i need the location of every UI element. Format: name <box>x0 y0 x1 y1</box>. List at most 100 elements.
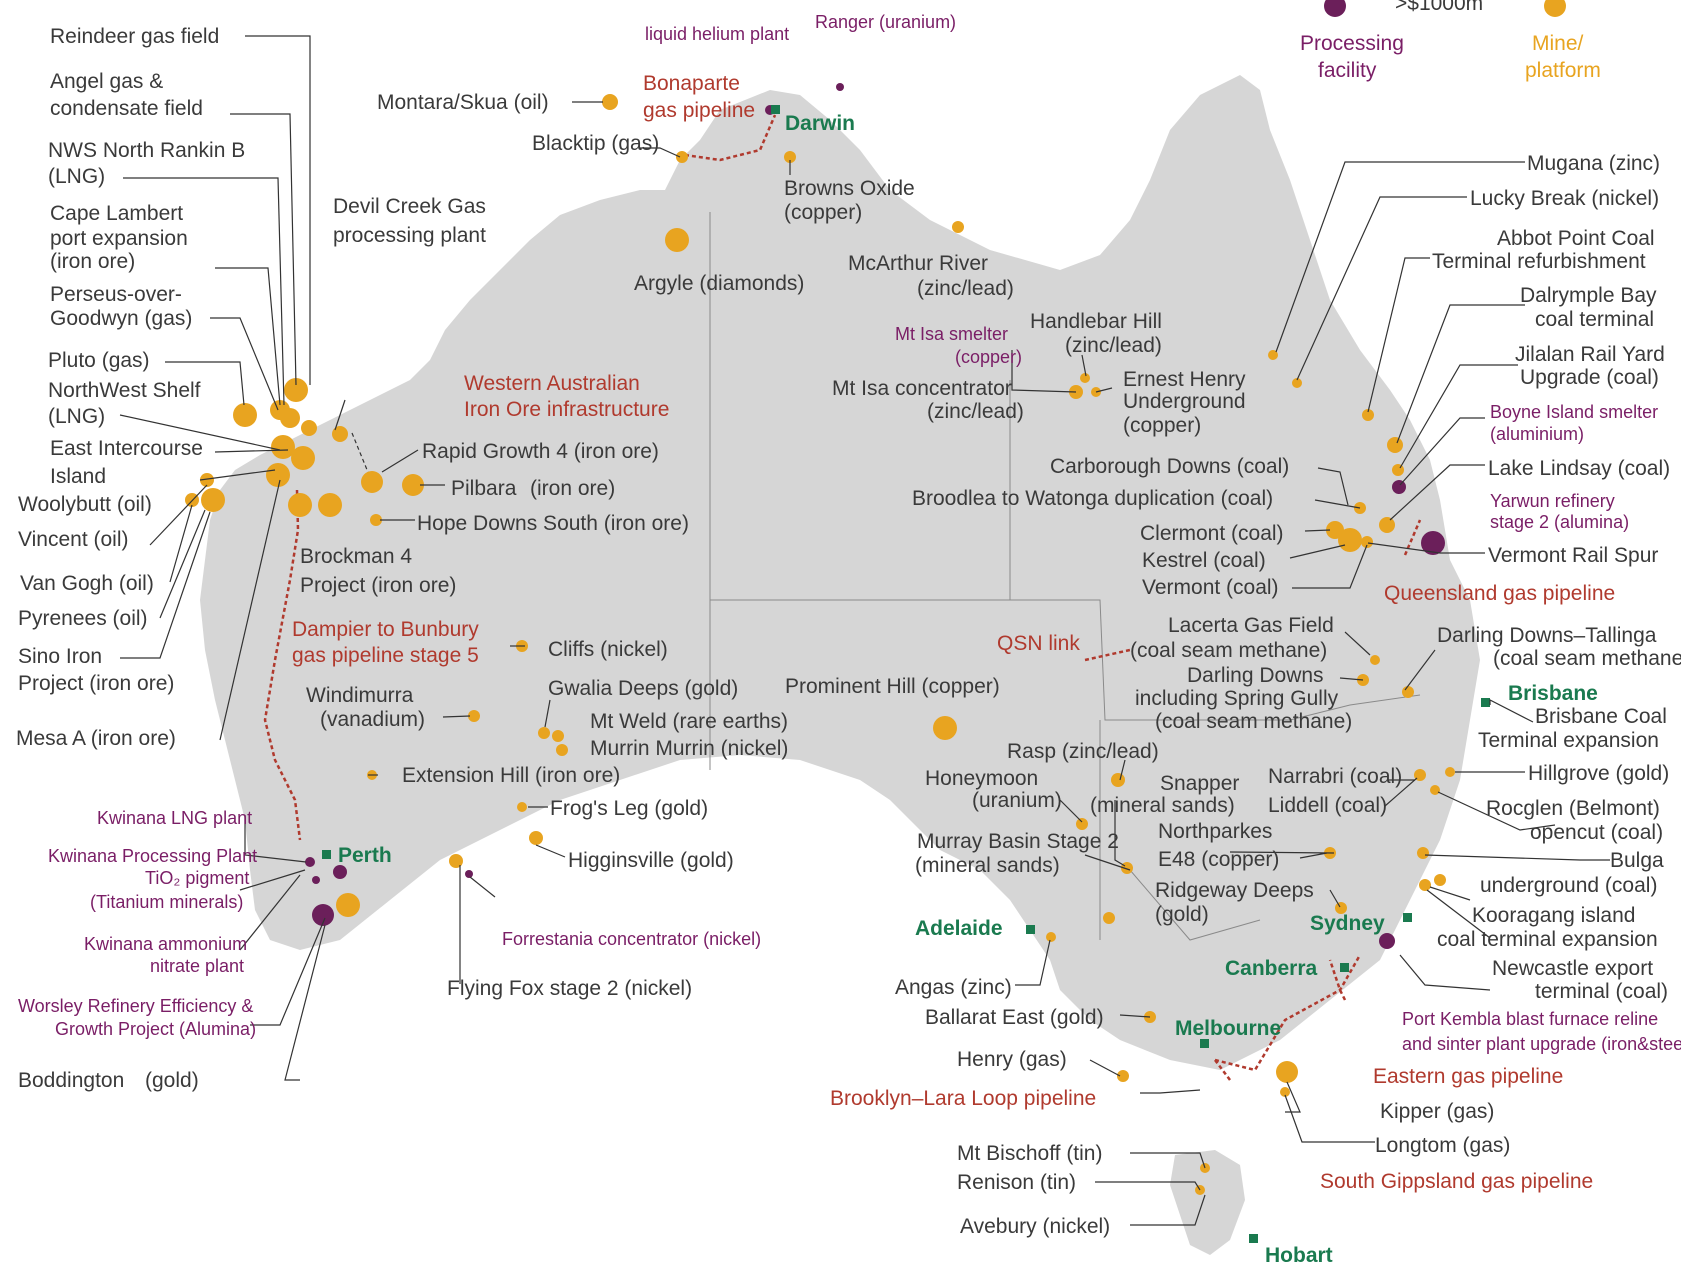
leader-lines <box>119 35 1610 1226</box>
label-wairon-2: Iron Ore infrastructure <box>464 398 669 421</box>
label-cape-3: (iron ore) <box>50 250 135 273</box>
label-rocglen-2: opencut (coal) <box>1530 821 1663 844</box>
label-dampier: Dampier to Bunbury <box>292 618 479 641</box>
label-brockman-2: Project (iron ore) <box>300 574 456 597</box>
label-honey-2: (uranium) <box>972 789 1062 812</box>
label-longtom: Longtom (gas) <box>1375 1134 1510 1157</box>
label-darlingd: Darling Downs <box>1187 664 1324 687</box>
label-kipper: Kipper (gas) <box>1380 1100 1494 1123</box>
label-broodlea: Broodlea to Watonga duplication (coal) <box>912 487 1273 510</box>
label-cape-2: port expansion <box>50 227 188 250</box>
label-sino-2: Project (iron ore) <box>18 672 174 695</box>
label-frogsleg: Frog's Leg (gold) <box>550 797 708 820</box>
legend-mine-label-2: platform <box>1525 59 1601 82</box>
label-brisbanecoal-2: Terminal expansion <box>1478 729 1659 752</box>
label-worsley-2: Growth Project (Alumina) <box>55 1019 256 1039</box>
label-kestrel: Kestrel (coal) <box>1142 549 1266 572</box>
label-darlingtall: Darling Downs–Tallinga <box>1437 624 1657 647</box>
label-vermont: Vermont (coal) <box>1142 576 1279 599</box>
label-ballarat: Ballarat East (gold) <box>925 1006 1104 1029</box>
label-clermont: Clermont (coal) <box>1140 522 1284 545</box>
label-honey: Honeymoon <box>925 767 1038 790</box>
label-brockman: Brockman 4 <box>300 545 412 568</box>
label-boyne: Boyne Island smelter <box>1490 402 1658 422</box>
label-spring: including Spring Gully <box>1135 687 1339 710</box>
city-markers <box>322 105 1490 1243</box>
label-qsn: QSN link <box>997 632 1080 655</box>
label-murray: Murray Basin Stage 2 <box>917 830 1119 853</box>
label-kwamm-2: nitrate plant <box>150 956 244 976</box>
label-vermontrail: Vermont Rail Spur <box>1488 544 1658 567</box>
legend-processing-label: Processing <box>1300 32 1404 55</box>
label-mtisac-2: (zinc/lead) <box>927 400 1024 423</box>
label-ernest-2: Underground <box>1123 390 1246 413</box>
label-brisbanecoal: Brisbane Coal <box>1535 705 1667 728</box>
label-newcastle-2: terminal (coal) <box>1535 980 1668 1003</box>
city-darwin: Darwin <box>785 112 855 135</box>
labels: Reindeer gas field Angel gas & condensat… <box>16 25 1681 1238</box>
label-bulga-2: underground (coal) <box>1480 874 1657 897</box>
label-rasp: Rasp (zinc/lead) <box>1007 740 1159 763</box>
label-montara: Montara/Skua (oil) <box>377 91 549 114</box>
label-kwproc: Kwinana Processing Plant <box>48 846 257 866</box>
label-browns: Browns Oxide <box>784 177 915 200</box>
label-lucky: Lucky Break (nickel) <box>1470 187 1659 210</box>
city-hobart: Hobart <box>1265 1244 1333 1266</box>
label-jilalan-2: Upgrade (coal) <box>1520 366 1659 389</box>
label-gwalia: Gwalia Deeps (gold) <box>548 677 738 700</box>
label-mtbischoff: Mt Bischoff (tin) <box>957 1142 1102 1165</box>
state-borders <box>709 212 1421 941</box>
label-devil-2: processing plant <box>333 224 486 247</box>
label-reindeer: Reindeer gas field <box>50 25 219 48</box>
legend-processing-label-2: facility <box>1318 59 1377 82</box>
label-queensland: Queensland gas pipeline <box>1384 582 1615 605</box>
label-mtweld: Mt Weld (rare earths) <box>590 710 788 733</box>
label-vangogh: Van Gogh (oil) <box>20 572 154 595</box>
processing-labels: liquid helium plant Ranger (uranium) Mt … <box>18 12 1681 1054</box>
label-pyrenees: Pyrenees (oil) <box>18 607 148 630</box>
label-mugana: Mugana (zinc) <box>1527 152 1660 175</box>
label-handlebar: Handlebar Hill <box>1030 310 1162 333</box>
label-angel-2: condensate field <box>50 97 203 120</box>
label-murrin: Murrin Murrin (nickel) <box>590 737 788 760</box>
label-portkembla-2: and sinter plant upgrade (iron&steel) <box>1402 1034 1681 1054</box>
label-prominent: Prominent Hill (copper) <box>785 675 1000 698</box>
label-darlingtall-2: (coal seam methane) <box>1493 647 1681 670</box>
label-vincent: Vincent (oil) <box>18 528 129 551</box>
label-liddell: Liddell (coal) <box>1268 794 1387 817</box>
label-jilalan: Jilalan Rail Yard <box>1515 343 1665 366</box>
label-portkembla: Port Kembla blast furnace reline <box>1402 1009 1658 1029</box>
label-northparkes-2: E48 (copper) <box>1158 848 1279 871</box>
label-carborough: Carborough Downs (coal) <box>1050 455 1289 478</box>
label-ranger: Ranger (uranium) <box>815 12 956 32</box>
label-lakelindsay: Lake Lindsay (coal) <box>1488 457 1670 480</box>
label-windimurra-2: (vanadium) <box>320 708 425 731</box>
city-brisbane: Brisbane <box>1508 682 1598 705</box>
label-dampier-2: gas pipeline stage 5 <box>292 644 479 667</box>
label-east-2: Island <box>50 465 106 488</box>
label-brooklyn: Brooklyn–Lara Loop pipeline <box>830 1087 1096 1110</box>
city-melbourne: Melbourne <box>1175 1017 1281 1040</box>
tasmania-landmass <box>1170 1150 1245 1255</box>
label-extension: Extension Hill (iron ore) <box>402 764 620 787</box>
label-abbot-2: Terminal refurbishment <box>1432 250 1646 273</box>
label-snapper: Snapper <box>1160 772 1239 795</box>
label-mtisac: Mt Isa concentrator <box>832 377 1012 400</box>
label-lacerta: Lacerta Gas Field <box>1168 614 1334 637</box>
label-kwproc-3: (Titanium minerals) <box>90 892 243 912</box>
label-rapid: Rapid Growth 4 (iron ore) <box>422 440 659 463</box>
label-abbot: Abbot Point Coal <box>1497 227 1655 250</box>
city-adelaide: Adelaide <box>915 917 1003 940</box>
label-bulga: Bulga <box>1610 849 1664 872</box>
label-devil: Devil Creek Gas <box>333 195 486 218</box>
label-northparkes: Northparkes <box>1158 820 1272 843</box>
label-boyne-2: (aluminium) <box>1490 424 1584 444</box>
processing-markers <box>305 83 1445 949</box>
city-canberra: Canberra <box>1225 957 1318 980</box>
label-wairon: Western Australian <box>464 372 640 395</box>
label-ernest-3: (copper) <box>1123 414 1201 437</box>
label-angel: Angel gas & <box>50 70 163 93</box>
label-mtisa: Mt Isa smelter <box>895 324 1008 344</box>
capital-labels: Bonaparte gas pipeline Western Australia… <box>292 72 1615 1193</box>
